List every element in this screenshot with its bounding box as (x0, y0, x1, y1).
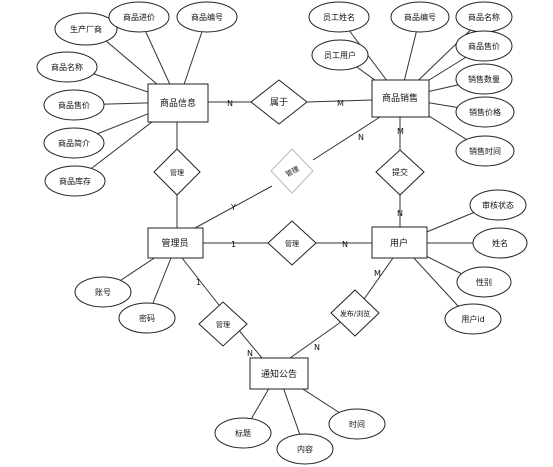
attr-label-sales-price: 商品售价 (468, 41, 500, 51)
card-user-admin: N (342, 240, 348, 249)
attr-label-notice-time: 时间 (349, 419, 365, 429)
attr-product-desc: 商品简介 (43, 127, 105, 159)
attr-label-sales-prodname: 商品名称 (468, 12, 500, 22)
card-admin-user: 1 (231, 240, 236, 249)
card-user-notice: M (374, 269, 381, 278)
attr-label-product-cost: 商品进价 (123, 12, 155, 22)
card-sales-manage: N (358, 133, 364, 142)
attr-label-sales-qty: 销售数量 (468, 74, 500, 84)
rel-label-publish: 发布/浏览 (340, 309, 370, 318)
attr-label-product-stock: 商品库存 (59, 176, 91, 186)
entity-admin: 管理员 (147, 227, 204, 259)
relationship-publish: 发布/浏览 (330, 289, 380, 337)
attr-label-sales-prodid: 商品编号 (404, 12, 436, 22)
attr-admin-password: 密码 (118, 302, 176, 334)
rel-label-manage-notice: 管理 (216, 320, 230, 329)
attr-notice-title: 标题 (214, 417, 272, 449)
attr-label-product-manufacturer: 生产厂商 (70, 24, 102, 34)
attr-label-user-status: 审核状态 (482, 200, 514, 210)
attr-label-product-id: 商品编号 (191, 12, 223, 22)
card-belongs-product: N (227, 99, 233, 108)
attr-label-admin-account: 账号 (95, 288, 111, 297)
attr-label-notice-content: 内容 (297, 444, 313, 454)
attr-label-admin-password: 密码 (139, 313, 155, 323)
rel-label-submit: 提交 (392, 167, 408, 177)
relationship-manage-product: 管理 (153, 148, 201, 196)
attr-sales-staffuser: 员工用户 (311, 39, 369, 71)
attr-user-name: 姓名 (472, 227, 528, 259)
attr-product-cost: 商品进价 (108, 1, 170, 33)
entity-product-info: 商品信息 (147, 83, 209, 123)
attr-product-stock: 商品库存 (44, 165, 106, 197)
attr-sales-qty: 销售数量 (455, 63, 513, 95)
card-notice-user: N (314, 343, 320, 352)
attr-user-status: 审核状态 (469, 189, 527, 221)
relationship-manage-user: 管理 (267, 220, 317, 266)
entity-label-product-info: 商品信息 (160, 97, 196, 109)
attr-user-gender: 性别 (456, 266, 512, 298)
edge-managesales-sales (312, 116, 381, 161)
card-notice-admin: N (247, 349, 253, 358)
card-sales-submit: M (397, 127, 404, 136)
card-user-submit: N (397, 209, 403, 218)
attr-product-name: 商品名称 (36, 51, 98, 83)
edge-managenotice-notice (236, 327, 263, 359)
card-belongs-sales: M (337, 99, 344, 108)
relationship-manage-notice: 管理 (198, 301, 248, 347)
attr-notice-content: 内容 (276, 433, 334, 465)
entity-notice: 通知公告 (249, 357, 309, 390)
attr-admin-account: 账号 (74, 276, 132, 308)
attr-label-notice-title: 标题 (235, 428, 251, 438)
attr-sales-time: 销售时间 (455, 135, 515, 167)
attr-sales-prodname: 商品名称 (455, 1, 513, 33)
entity-label-product-sales: 商品销售 (382, 92, 418, 104)
attr-user-id: 用户id (444, 303, 502, 335)
attr-product-id: 商品编号 (176, 1, 238, 33)
attr-label-user-id: 用户id (461, 314, 484, 324)
attr-label-product-name: 商品名称 (51, 62, 83, 72)
attr-label-product-desc: 商品简介 (58, 138, 90, 148)
edge-belongs-sales (306, 99, 373, 103)
relationship-manage-sales: 管理 (270, 148, 314, 194)
attr-notice-time: 时间 (328, 408, 386, 440)
attr-label-sales-time: 销售时间 (469, 146, 501, 156)
attr-sales-staffname: 员工姓名 (308, 1, 370, 33)
entity-label-admin: 管理员 (161, 237, 188, 249)
attr-sales-price: 商品售价 (455, 30, 513, 62)
entity-user: 用户 (371, 226, 428, 259)
relationship-belongs: 属于 (250, 79, 308, 125)
attr-product-price: 商品售价 (43, 89, 105, 121)
rel-label-manage-product: 管理 (170, 168, 184, 177)
attr-label-user-name: 姓名 (492, 238, 508, 248)
attr-sales-saleprice: 销售价格 (455, 96, 515, 128)
card-admin-manage-sales: Y (230, 203, 236, 212)
edge-admin-managesales (194, 185, 273, 229)
entity-label-notice: 通知公告 (261, 368, 297, 380)
entity-product-sales: 商品销售 (371, 79, 430, 118)
attr-sales-prodid: 商品编号 (390, 1, 450, 33)
rel-label-belongs: 属于 (270, 97, 288, 108)
cardinality-labels: N M N Y M N 1 N 1 N M N (196, 99, 404, 358)
attr-label-product-price: 商品售价 (58, 100, 90, 110)
attr-label-sales-saleprice: 销售价格 (469, 107, 501, 117)
card-admin-notice: 1 (196, 278, 201, 287)
attr-label-sales-staffuser: 员工用户 (324, 50, 356, 60)
attr-label-user-gender: 性别 (476, 277, 492, 287)
entity-label-user: 用户 (390, 237, 408, 249)
attr-label-sales-staffname: 员工姓名 (323, 12, 355, 22)
relationship-submit: 提交 (375, 149, 425, 196)
rel-label-manage-user: 管理 (285, 239, 299, 248)
attr-product-manufacturer: 生产厂商 (54, 12, 118, 46)
